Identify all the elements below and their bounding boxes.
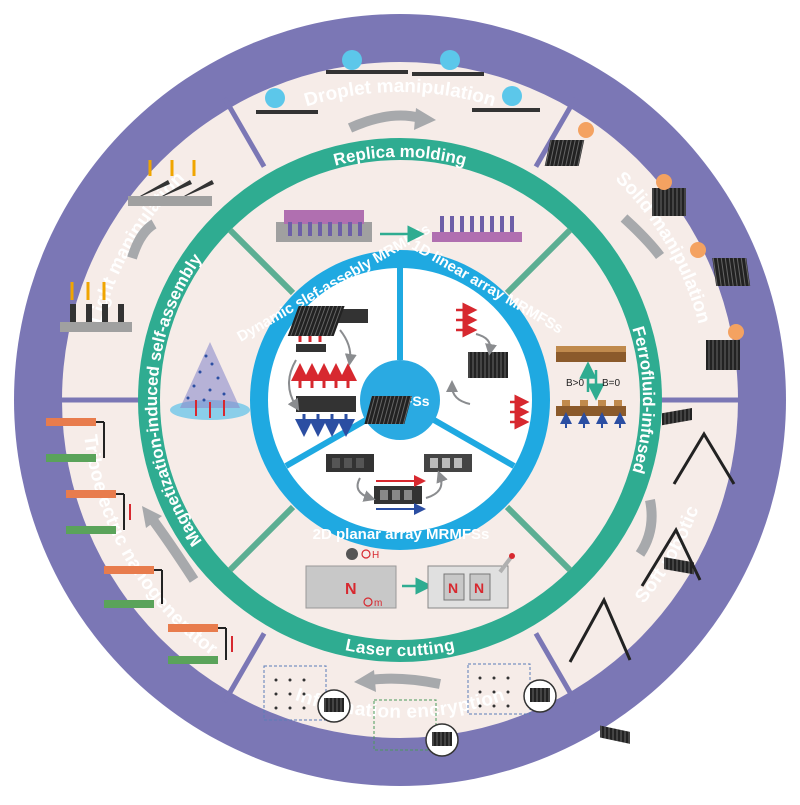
light-manipulation-illustration bbox=[60, 160, 214, 332]
dynamic-self-assembly-illustration bbox=[287, 309, 368, 437]
droplet-manipulation-illustration bbox=[256, 50, 540, 133]
1d-linear-array-illustration bbox=[287, 302, 530, 430]
laser-cutting-illustration: N H m N N bbox=[305, 548, 515, 609]
magnet-north-label-cut-2: N bbox=[474, 580, 484, 596]
field-h-label: H bbox=[372, 550, 379, 561]
2d-planar-array-illustration bbox=[326, 454, 472, 515]
soft-robotic-illustration bbox=[568, 407, 736, 744]
solid-manipulation-illustration bbox=[544, 122, 751, 370]
method-dividers bbox=[227, 227, 573, 573]
field-m-label: m bbox=[374, 598, 382, 609]
label-2d-planar-array: 2D planar array MRMFSs bbox=[313, 526, 490, 543]
application-dividers bbox=[62, 97, 738, 703]
replica-molding-illustration bbox=[276, 210, 522, 243]
magnet-north-label-cut-1: N bbox=[448, 580, 458, 596]
triboelectric-nanogenerator-illustration bbox=[46, 418, 233, 664]
field-label-positive: B>0 bbox=[566, 378, 585, 389]
information-encryption-illustration bbox=[263, 663, 557, 757]
magnet-north-label: N bbox=[345, 581, 357, 598]
ferrofluid-infused-illustration: B>0 B=0 bbox=[556, 346, 626, 428]
field-label-zero: B=0 bbox=[602, 378, 621, 389]
self-assembly-cone-illustration bbox=[170, 342, 250, 420]
